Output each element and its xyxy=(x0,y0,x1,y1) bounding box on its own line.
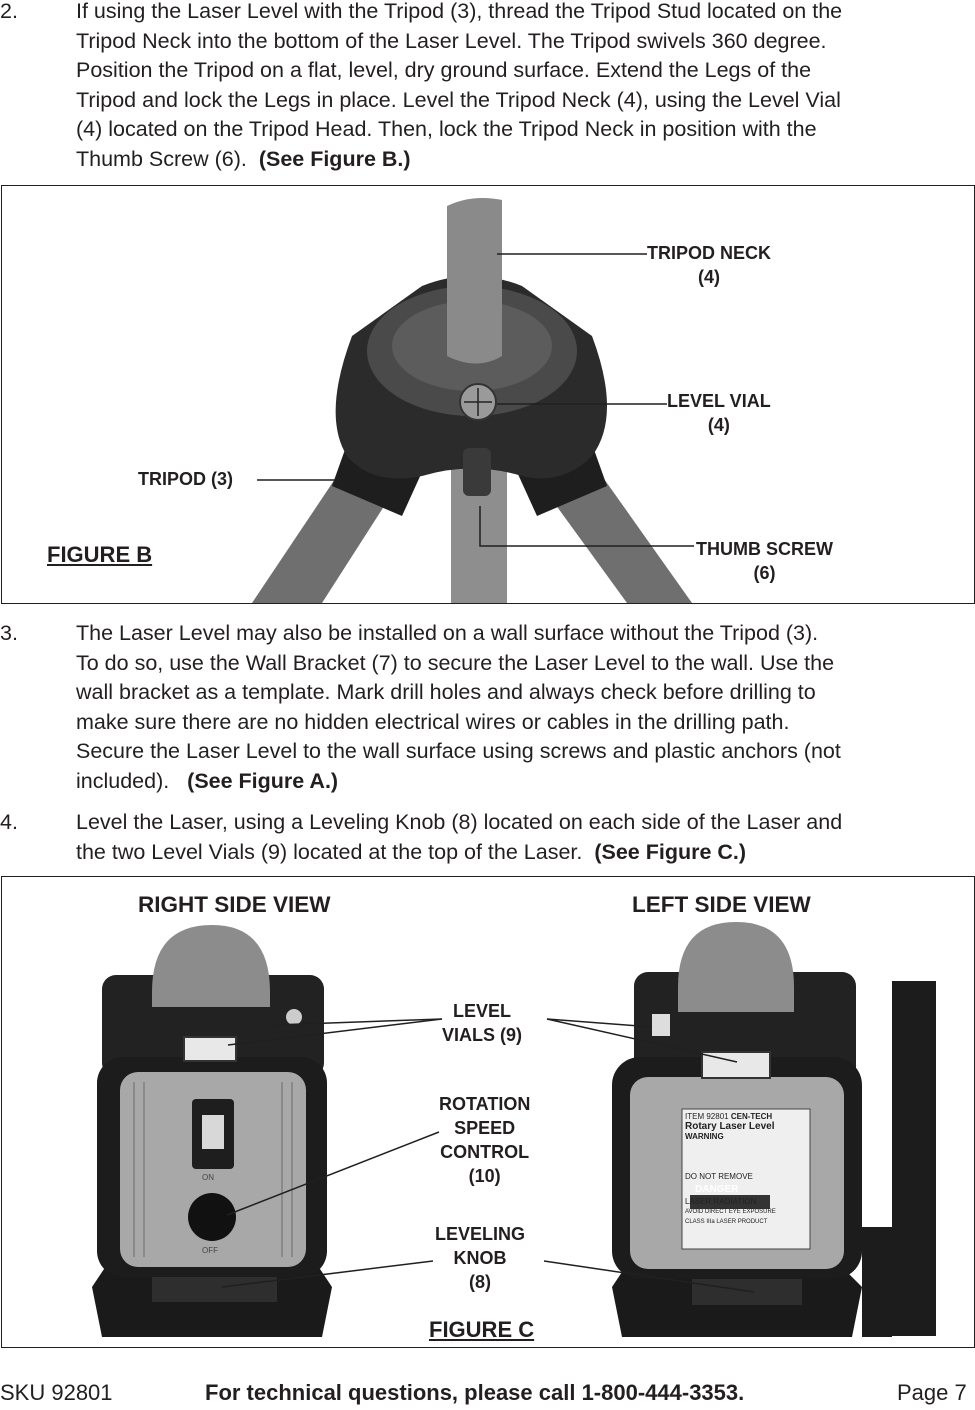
callout-number: (10) xyxy=(468,1166,501,1186)
callout-tripod: TRIPOD (3) xyxy=(138,467,233,491)
level-vial-front xyxy=(701,1051,771,1079)
step-line: Position the Tripod on a flat, level, dr… xyxy=(76,58,812,82)
level-vial-side xyxy=(652,1014,670,1036)
step-line: Thumb Screw (6). (See Figure B.) xyxy=(76,145,975,175)
level-vial-side xyxy=(286,1009,302,1025)
label-item-row: ITEM 92801 CEN-TECH xyxy=(685,1112,773,1121)
callout-text: CONTROL xyxy=(440,1142,530,1162)
label-warning: WARNING xyxy=(685,1132,724,1141)
callout-level-vial: LEVEL VIAL (4) xyxy=(667,389,771,437)
label-avoid: AVOID DIRECT EYE EXPOSURE xyxy=(685,1209,776,1215)
switch-labels: ON xyxy=(202,1173,214,1183)
product-label-text: ITEM 92801 CEN-TECH Rotary Laser Level W… xyxy=(685,1112,809,1227)
footer-sku: SKU 92801 xyxy=(0,1380,113,1405)
callout-text: THUMB SCREW xyxy=(696,539,833,559)
step-line: Tripod and lock the Legs in place. Level… xyxy=(76,87,841,112)
callout-text: SPEED xyxy=(454,1118,516,1138)
step-line: included). (See Figure A.) xyxy=(76,767,975,797)
figure-title: FIGURE B xyxy=(47,542,153,567)
label-class: CLASS IIIa LASER PRODUCT xyxy=(685,1219,768,1225)
danger-banner xyxy=(690,1195,770,1209)
figure-title: FIGURE C xyxy=(429,1317,535,1342)
callout-leaders xyxy=(221,1018,755,1293)
laser-level-photos xyxy=(92,922,936,1337)
figure-reference: (See Figure B.) xyxy=(258,146,411,171)
label-do-not-remove: DO NOT REMOVE xyxy=(685,1172,753,1181)
label-radiation: LASER RADIATION xyxy=(685,1197,757,1206)
step-line: the two Level Vials (9) located at the t… xyxy=(76,838,975,868)
switch-on-label: ON xyxy=(202,1173,214,1182)
callout-text: KNOB xyxy=(453,1248,507,1268)
switch-off-label: OFF xyxy=(202,1246,218,1255)
callout-rotation-speed-control: ROTATION SPEED CONTROL (10) xyxy=(439,1092,530,1188)
callout-text: VIALS (9) xyxy=(442,1025,523,1045)
right-side-unit xyxy=(92,925,332,1337)
callout-text: TRIPOD (3) xyxy=(138,469,234,489)
figure-reference: (See Figure C.) xyxy=(594,839,747,864)
step-text: If using the Laser Level with the Tripod… xyxy=(76,0,975,174)
callout-text: LEVELING xyxy=(435,1224,526,1244)
footer-page-number: Page 7 xyxy=(897,1380,967,1405)
step-line: Level the Laser, using a Leveling Knob (… xyxy=(76,810,843,834)
right-side-view-title: RIGHT SIDE VIEW xyxy=(138,892,331,917)
tripod-neck xyxy=(447,198,502,364)
step-number: 2. xyxy=(0,0,18,23)
callout-text: ROTATION xyxy=(439,1094,531,1114)
step-text: The Laser Level may also be installed on… xyxy=(76,619,975,796)
callout-number: (6) xyxy=(753,563,776,583)
callout-number: (4) xyxy=(707,415,730,435)
rotation-speed-knob xyxy=(188,1193,236,1241)
left-side-view-title: LEFT SIDE VIEW xyxy=(632,892,811,917)
thumb-screw xyxy=(463,448,491,496)
label-product-name: Rotary Laser Level xyxy=(685,1121,775,1132)
footer-help-line: For technical questions, please call 1-8… xyxy=(205,1380,745,1405)
figure-reference: (See Figure A.) xyxy=(187,768,339,793)
callout-tripod-neck: TRIPOD NECK (4) xyxy=(647,241,771,289)
step-line: The Laser Level may also be installed on… xyxy=(76,621,819,645)
laser-dome xyxy=(152,925,270,1007)
tripod-leg-left xyxy=(252,476,397,603)
level-vial-front xyxy=(183,1036,237,1062)
callout-thumb-screw: THUMB SCREW (6) xyxy=(696,537,833,585)
step-number: 3. xyxy=(0,621,18,645)
step-line-text: the two Level Vials (9) located at the t… xyxy=(76,839,583,864)
callout-text: TRIPOD NECK xyxy=(647,243,772,263)
step-line: If using the Laser Level with the Tripod… xyxy=(76,0,843,23)
tripod-leg-right xyxy=(542,476,692,603)
label-danger: DANGER xyxy=(695,1184,739,1195)
step-line: (4) located on the Tripod Head. Then, lo… xyxy=(76,117,817,141)
callout-text: LEVEL VIAL xyxy=(667,391,771,411)
step-line-text: Thumb Screw (6). xyxy=(76,146,247,171)
wall-bracket-plate xyxy=(892,981,936,1336)
step-line: Tripod Neck into the bottom of the Laser… xyxy=(76,28,827,53)
figure-c: RIGHT SIDE VIEW LEFT SIDE VIEW ON OFF IT… xyxy=(1,876,975,1348)
product-label xyxy=(681,1108,811,1250)
step-line-text: included). xyxy=(76,768,170,793)
callout-level-vials: LEVEL VIALS (9) xyxy=(442,999,522,1047)
left-side-unit xyxy=(612,922,936,1337)
step-line: make sure there are no hidden electrical… xyxy=(76,709,790,734)
callout-leveling-knob: LEVELING KNOB (8) xyxy=(435,1222,525,1294)
step-line: wall bracket as a template. Mark drill h… xyxy=(76,680,816,704)
step-number: 4. xyxy=(0,810,18,834)
tripod-photo xyxy=(252,198,694,603)
figure-b: TRIPOD NECK (4) LEVEL VIAL (4) TRIPOD (3… xyxy=(1,185,975,604)
step-text: Level the Laser, using a Leveling Knob (… xyxy=(76,808,975,867)
step-line: Secure the Laser Level to the wall surfa… xyxy=(76,739,841,763)
laser-dome xyxy=(678,922,794,1012)
callout-number: (8) xyxy=(469,1272,491,1292)
step-line: To do so, use the Wall Bracket (7) to se… xyxy=(76,650,835,675)
body-panel xyxy=(120,1072,306,1267)
callout-number: (4) xyxy=(698,267,720,287)
callout-text: LEVEL xyxy=(453,1001,512,1021)
